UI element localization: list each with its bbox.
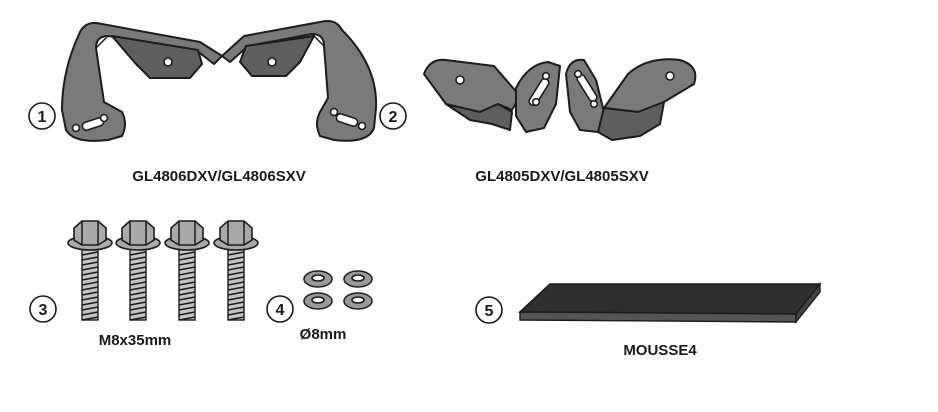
bolt xyxy=(115,220,161,321)
label-foam: MOUSSE4 xyxy=(623,342,697,359)
label-large-brackets: GL4806DXV/GL4806SXV xyxy=(132,168,305,185)
small-bracket-left xyxy=(423,58,561,133)
label-bolts: M8x35mm xyxy=(99,332,172,349)
bolt xyxy=(67,220,113,321)
washer-group xyxy=(303,270,373,310)
washer xyxy=(303,292,333,310)
item-number-1: 1 xyxy=(28,102,56,130)
item-number-2: 2 xyxy=(379,102,407,130)
large-bracket-right xyxy=(221,20,378,142)
washer xyxy=(343,270,373,288)
item-number-3: 3 xyxy=(29,295,57,323)
svg-text:1: 1 xyxy=(38,109,47,126)
large-bracket-left xyxy=(61,22,223,142)
foam-strip xyxy=(517,282,822,324)
small-bracket-right xyxy=(565,58,697,141)
svg-text:4: 4 xyxy=(276,302,285,319)
bolt-group xyxy=(67,220,259,321)
svg-text:5: 5 xyxy=(485,303,494,320)
item-number-5: 5 xyxy=(475,296,503,324)
label-washers: Ø8mm xyxy=(300,326,347,343)
bolt xyxy=(213,220,259,321)
washer xyxy=(303,270,333,288)
item-number-4: 4 xyxy=(266,295,294,323)
washer xyxy=(343,292,373,310)
label-small-brackets: GL4805DXV/GL4805SXV xyxy=(475,168,648,185)
svg-text:3: 3 xyxy=(39,302,48,319)
bolt xyxy=(164,220,210,321)
svg-text:2: 2 xyxy=(389,109,398,126)
